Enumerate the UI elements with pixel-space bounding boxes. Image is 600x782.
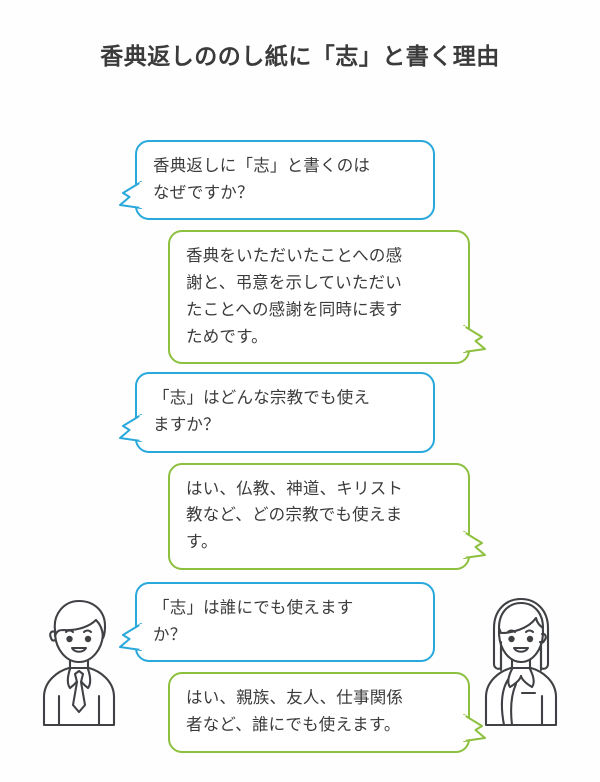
bubble-wrap-q3: 「志」は誰にでも使えます か？ bbox=[0, 581, 600, 663]
row-spacer bbox=[0, 570, 600, 582]
male-avatar bbox=[36, 592, 122, 727]
bubble-line: たことへの感謝を同時に表す bbox=[186, 300, 403, 319]
bubble-line: 謝と、弔意を示していただい bbox=[186, 274, 402, 293]
bubble-wrap-a2: はい、仏教、神道、キリスト 教など、どの宗教でも使えま す。 bbox=[0, 462, 600, 570]
row-spacer bbox=[0, 453, 600, 463]
bubble-wrap-a1: 香典をいただいたことへの感 謝と、弔意を示していただい たことへの感謝を同時に表… bbox=[0, 230, 600, 365]
page-title: 香典返しののし紙に「志」と書く理由 bbox=[100, 43, 500, 69]
bubble-tail-left-icon bbox=[117, 178, 143, 212]
bubble-tail-left-icon bbox=[117, 411, 143, 445]
answer-bubble-2[interactable]: はい、仏教、神道、キリスト 教など、どの宗教でも使えま す。 bbox=[168, 462, 486, 570]
row-spacer bbox=[0, 364, 600, 372]
bubble-wrap-a3: はい、親族、友人、仕事関係 者など、誰にでも使えます。 bbox=[0, 672, 600, 753]
bubble-line: 者など、誰にでも使えます。 bbox=[186, 716, 401, 735]
question-bubble-2[interactable]: 「志」はどんな宗教でも使え ますか？ bbox=[119, 372, 435, 453]
message-row-answer-3: はい、親族、友人、仕事関係 者など、誰にでも使えます。 bbox=[0, 672, 600, 753]
message-row-answer-2: はい、仏教、神道、キリスト 教など、どの宗教でも使えま す。 bbox=[0, 462, 600, 570]
answer-bubble-1[interactable]: 香典をいただいたことへの感 謝と、弔意を示していただい たことへの感謝を同時に表… bbox=[168, 230, 486, 365]
bubble-line: はい、仏教、神道、キリスト bbox=[186, 479, 404, 498]
bubble-line: はい、親族、友人、仕事関係 bbox=[186, 689, 404, 708]
row-spacer bbox=[0, 220, 600, 230]
message-row-question-1: 香典返しに「志」と書くのは なぜですか？ bbox=[0, 140, 600, 221]
bubble-line: なぜですか？ bbox=[153, 183, 254, 202]
female-avatar bbox=[478, 592, 564, 727]
bubble-wrap-q1: 香典返しに「志」と書くのは なぜですか？ bbox=[0, 140, 600, 221]
bubble-line: ますか？ bbox=[153, 416, 220, 435]
bubble-line: 教など、どの宗教でも使えま bbox=[186, 506, 403, 525]
bubble-line: す。 bbox=[186, 533, 218, 552]
question-bubble-3[interactable]: 「志」は誰にでも使えます か？ bbox=[119, 581, 435, 663]
bubble-line: 香典返しに「志」と書くのは bbox=[153, 157, 371, 175]
bubble-wrap-q2: 「志」はどんな宗教でも使え ますか？ bbox=[0, 372, 600, 453]
message-row-question-2: 「志」はどんな宗教でも使え ますか？ bbox=[0, 372, 600, 453]
bubble-line: 香典をいただいたことへの感 bbox=[186, 247, 403, 266]
message-row-question-3: 「志」は誰にでも使えます か？ bbox=[0, 581, 600, 663]
bubble-line: ためです。 bbox=[186, 327, 268, 346]
bubble-line: 「志」はどんな宗教でも使え bbox=[153, 389, 371, 408]
bubble-line: 「志」は誰にでも使えます bbox=[153, 598, 354, 617]
answer-bubble-3[interactable]: はい、親族、友人、仕事関係 者など、誰にでも使えます。 bbox=[168, 672, 486, 753]
bubble-tail-right-icon bbox=[462, 322, 488, 356]
message-row-answer-1: 香典をいただいたことへの感 謝と、弔意を示していただい たことへの感謝を同時に表… bbox=[0, 230, 600, 365]
bubble-line: か？ bbox=[153, 625, 187, 644]
question-bubble-1[interactable]: 香典返しに「志」と書くのは なぜですか？ bbox=[119, 140, 435, 221]
bubble-tail-right-icon bbox=[462, 528, 488, 562]
